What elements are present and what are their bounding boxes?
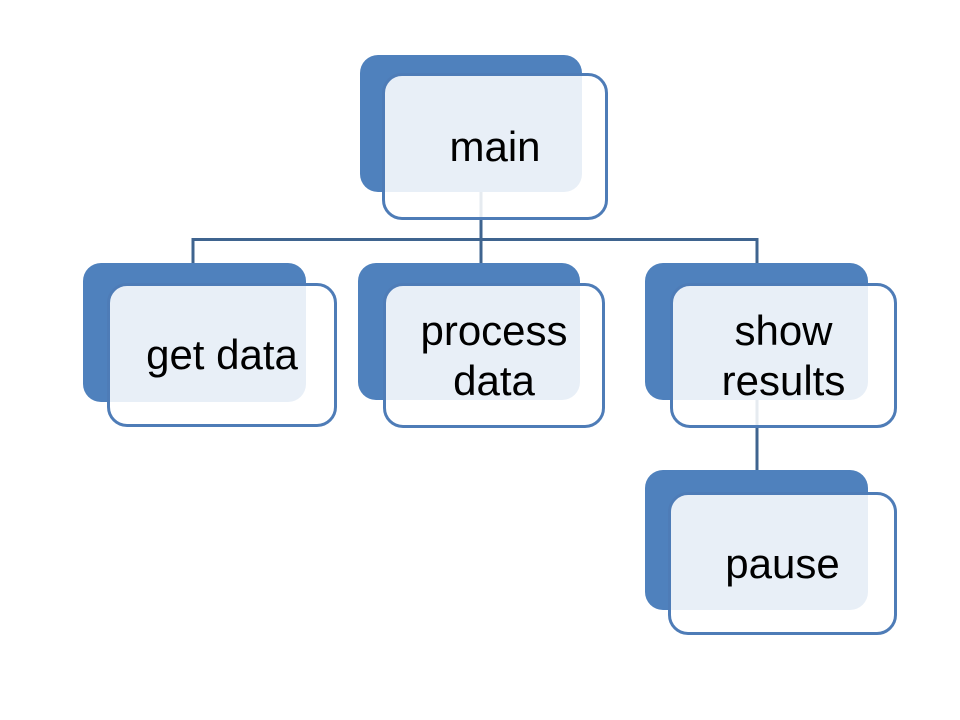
node-main-label: main <box>449 122 541 170</box>
node-get-data: get data <box>107 283 337 427</box>
node-main: main <box>382 73 608 220</box>
node-show-results: show results <box>670 283 897 428</box>
node-pause-label: pause <box>725 539 840 587</box>
node-get-data-label: get data <box>146 331 298 379</box>
node-process-data: process data <box>383 283 605 428</box>
node-show-results-label: show results <box>721 307 846 404</box>
node-process-data-label: process data <box>420 307 568 404</box>
node-pause: pause <box>668 492 897 635</box>
